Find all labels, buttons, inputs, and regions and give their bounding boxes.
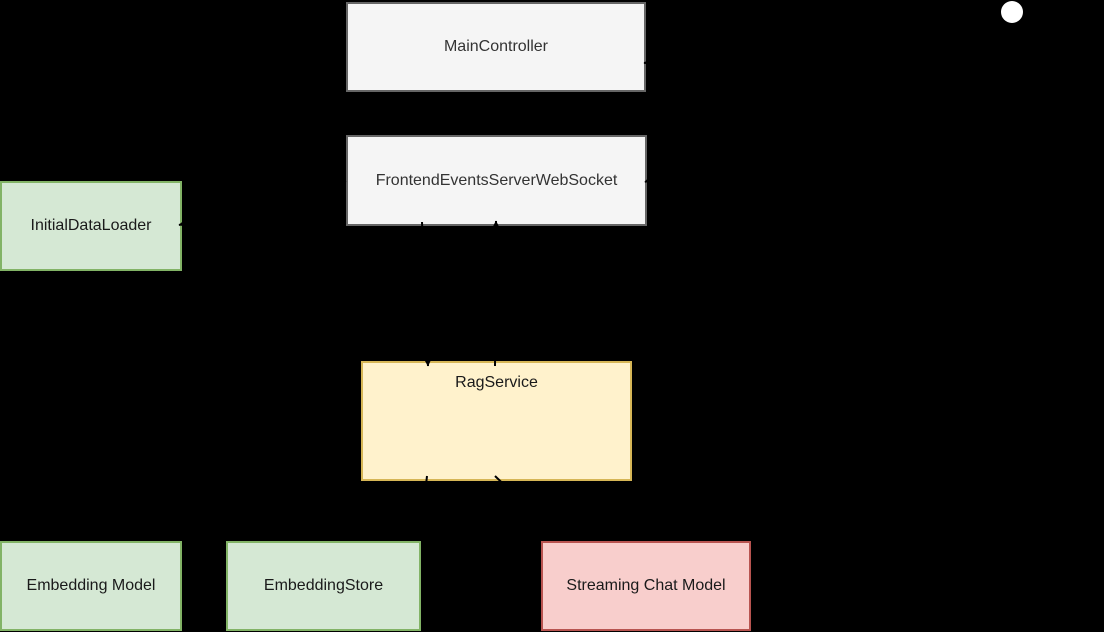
node-embedding-store: EmbeddingStore (226, 541, 421, 631)
node-initial-data-loader: InitialDataLoader (0, 181, 182, 271)
node-main-controller: MainController (346, 2, 646, 92)
node-label: InitialDataLoader (30, 217, 152, 235)
edge-to-initial-data-loader (178, 180, 347, 227)
edge-websocket-to-rag-service (421, 221, 432, 367)
edge-rag-service-to-websocket (492, 220, 500, 367)
node-rag-service: RagService (361, 361, 632, 481)
edge-start-to-frontend-websocket (644, 11, 1013, 183)
edge-rag-service-to-streaming-chat (494, 475, 561, 539)
node-label: Streaming Chat Model (566, 577, 726, 595)
node-label: MainController (443, 38, 549, 56)
node-frontend-events-server-websocket: FrontendEventsServerWebSocket (346, 135, 647, 226)
node-embedding-model: Embedding Model (0, 541, 182, 631)
edge-start-to-main-controller (643, 11, 1013, 66)
node-streaming-chat-model: Streaming Chat Model (541, 541, 751, 631)
start-circle-marker (1001, 1, 1023, 23)
node-label: Embedding Model (26, 577, 156, 595)
node-label: RagService (455, 374, 538, 391)
node-label: EmbeddingStore (263, 577, 384, 595)
node-label: FrontendEventsServerWebSocket (375, 171, 618, 189)
edge-rag-service-to-embedding-store (417, 475, 428, 539)
